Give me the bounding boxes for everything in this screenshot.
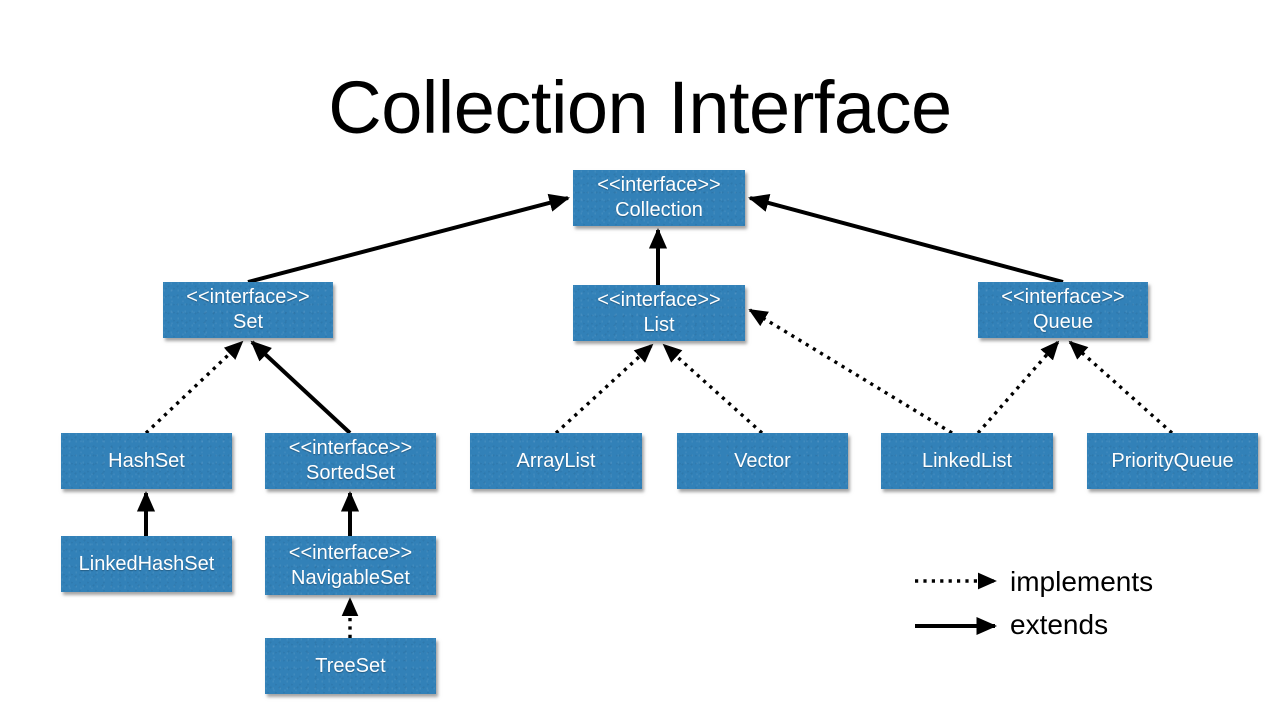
node-stereotype: <<interface>> (186, 286, 310, 308)
edge-hashset-to-set-implements (144, 340, 244, 435)
class-node-priorityqueue[interactable]: PriorityQueue (1087, 433, 1258, 489)
edge-arraylist-to-list-implements (554, 343, 654, 435)
class-node-navigableset[interactable]: <<interface>>NavigableSet (265, 536, 436, 595)
node-name: TreeSet (315, 654, 386, 677)
page-title: Collection Interface (328, 66, 952, 149)
class-node-set[interactable]: <<interface>> Set (163, 282, 333, 338)
node-stereotype: <<interface>> (1001, 286, 1125, 308)
node-name: HashSet (108, 449, 185, 472)
class-node-linkedhashset[interactable]: LinkedHashSet (61, 536, 232, 592)
node-name: SortedSet (306, 462, 395, 484)
class-node-treeset[interactable]: TreeSet (265, 638, 436, 694)
node-name: PriorityQueue (1111, 449, 1234, 472)
edge-linkedlist-to-queue-implements (976, 340, 1060, 435)
class-node-arraylist[interactable]: ArrayList (470, 433, 642, 489)
node-name: Queue (1032, 311, 1094, 333)
class-node-vector[interactable]: Vector (677, 433, 848, 489)
class-node-queue[interactable]: <<interface>> Queue (978, 282, 1148, 338)
class-node-hashset[interactable]: HashSet (61, 433, 232, 489)
node-name: Vector (734, 449, 791, 472)
edge-queue-to-collection-extends (747, 194, 1064, 284)
class-node-linkedlist[interactable]: LinkedList (881, 433, 1053, 489)
node-name: ArrayList (516, 449, 596, 472)
node-stereotype: <<interface>> (597, 289, 721, 311)
node-stereotype: <<interface>> (597, 174, 721, 196)
node-stereotype: <<interface>> (288, 437, 413, 459)
edge-vector-to-list-implements (662, 343, 764, 435)
node-name: List (643, 314, 675, 336)
edge-linkedlist-to-list-implements (748, 308, 953, 435)
node-name: LinkedList (921, 449, 1013, 472)
edge-sortedset-to-set-extends (250, 340, 352, 435)
node-name: LinkedHashSet (78, 552, 215, 575)
legend-label-implements: implements (1010, 566, 1154, 597)
edge-set-to-collection-extends (247, 193, 571, 284)
legend-label-extends: extends (1010, 609, 1109, 640)
class-node-collection[interactable]: <<interface>> Collection (573, 170, 745, 226)
node-name: Set (232, 311, 264, 333)
class-node-list[interactable]: <<interface>> List (573, 285, 745, 341)
node-stereotype: <<interface>> (288, 541, 413, 564)
class-node-sortedset[interactable]: <<interface>> SortedSet (265, 433, 436, 489)
node-name: Collection (615, 199, 703, 221)
edge-priorityqueue-to-queue-implements (1068, 340, 1174, 435)
node-name: NavigableSet (291, 566, 410, 589)
